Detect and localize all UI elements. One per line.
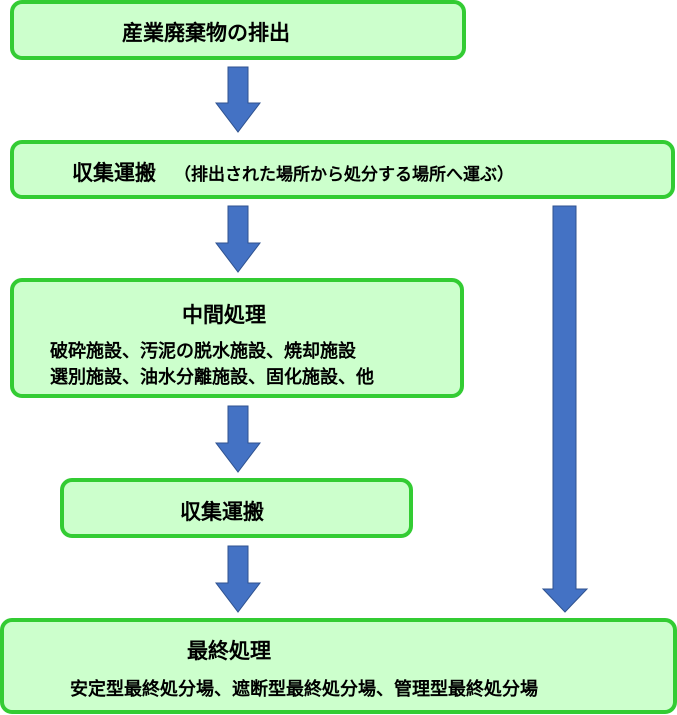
step-collection-transport-title: 収集運搬 <box>72 161 156 185</box>
step-intermediate-box: 中間処理 破砕施設、汚泥の脱水施設、焼却施設 選別施設、油水分離施設、固化施設、… <box>10 278 464 398</box>
step-collection-transport-note: （排出された場所から処分する場所へ運ぶ） <box>174 165 514 185</box>
step-intermediate-title: 中間処理 <box>182 303 266 327</box>
arrow-bypass-transport-to-final <box>541 205 589 613</box>
step-final-disposal-box: 最終処理 安定型最終処分場、遮断型最終処分場、管理型最終処分場 <box>0 618 677 714</box>
arrow-discharge-to-transport <box>214 66 262 133</box>
step-discharge-box: 産業廃棄物の排出 <box>10 0 466 60</box>
step-collection-transport-2-box: 収集運搬 <box>60 478 413 538</box>
step-final-disposal-line-1: 安定型最終処分場、遮断型最終処分場、管理型最終処分場 <box>70 679 538 700</box>
step-discharge-title: 産業廃棄物の排出 <box>122 21 290 45</box>
arrow-intermediate-to-transport <box>214 405 262 473</box>
step-intermediate-line-1: 破砕施設、汚泥の脱水施設、焼却施設 <box>50 341 356 362</box>
step-final-disposal-title: 最終処理 <box>187 639 271 663</box>
step-intermediate-line-2: 選別施設、油水分離施設、固化施設、他 <box>50 367 374 388</box>
arrow-transport-to-final <box>214 545 262 613</box>
arrow-transport-to-intermediate <box>214 205 262 273</box>
step-collection-transport-box: 収集運搬 （排出された場所から処分する場所へ運ぶ） <box>10 140 675 199</box>
step-collection-transport-2-title: 収集運搬 <box>180 500 264 524</box>
